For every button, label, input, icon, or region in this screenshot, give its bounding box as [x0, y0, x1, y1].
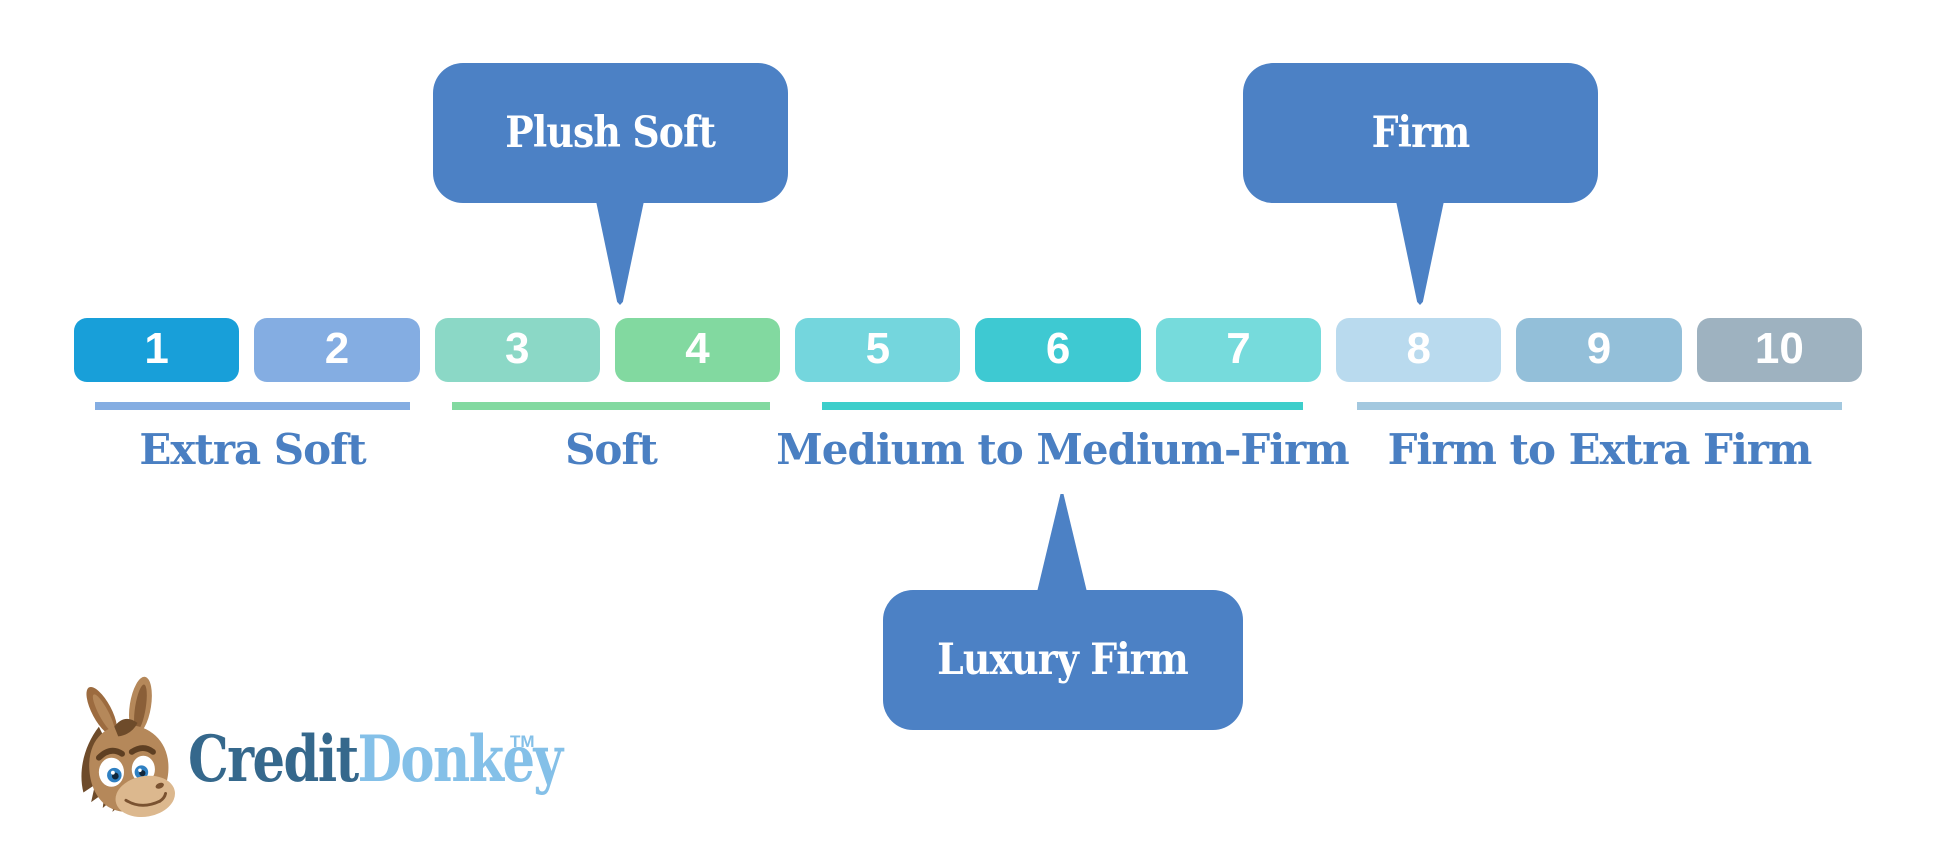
- firmness-segment-5: 5: [795, 318, 961, 382]
- callout-luxury-firm-pointer: [1037, 494, 1087, 592]
- callout-luxury-firm: Luxury Firm: [883, 590, 1243, 730]
- category-label-firm: Firm to Extra Firm: [1387, 425, 1813, 474]
- logo-donkey-text: Donkey: [357, 722, 564, 797]
- category-label-soft: Soft: [565, 425, 658, 474]
- firmness-segment-3: 3: [434, 318, 600, 382]
- callout-firm-pointer: [1396, 201, 1444, 305]
- callout-plush-soft: Plush Soft: [433, 63, 788, 203]
- callout-plush-soft-label: Plush Soft: [505, 108, 717, 158]
- firmness-scale-bar: 1 2 3 4 5 6 7 8 9 10: [74, 318, 1862, 382]
- creditdonkey-wordmark: CreditDonkey: [188, 728, 563, 792]
- category-label-extra-soft: Extra Soft: [139, 425, 366, 474]
- logo-credit-text: Credit: [188, 722, 359, 797]
- firmness-segment-7: 7: [1155, 318, 1322, 382]
- trademark-symbol: TM: [510, 732, 535, 751]
- firmness-segment-4: 4: [614, 318, 781, 382]
- category-underline-medium: [822, 402, 1303, 410]
- firmness-segment-2: 2: [254, 318, 420, 382]
- firmness-segment-6: 6: [975, 318, 1141, 382]
- creditdonkey-logo: CreditDonkey TM: [66, 676, 566, 826]
- firmness-segment-8: 8: [1336, 318, 1502, 382]
- firmness-segment-10: 10: [1696, 318, 1862, 382]
- callout-firm-label: Firm: [1371, 108, 1471, 158]
- category-label-medium: Medium to Medium-Firm: [776, 425, 1349, 474]
- donkey-mascot-icon: [81, 676, 175, 818]
- category-underline-extra-soft: [95, 402, 410, 410]
- callout-luxury-firm-label: Luxury Firm: [937, 635, 1190, 685]
- category-underline-soft: [452, 402, 770, 410]
- firmness-segment-1: 1: [74, 318, 240, 382]
- firmness-segment-9: 9: [1516, 318, 1682, 382]
- category-underline-firm: [1357, 402, 1842, 410]
- callout-firm: Firm: [1243, 63, 1598, 203]
- callout-plush-soft-pointer: [596, 201, 644, 305]
